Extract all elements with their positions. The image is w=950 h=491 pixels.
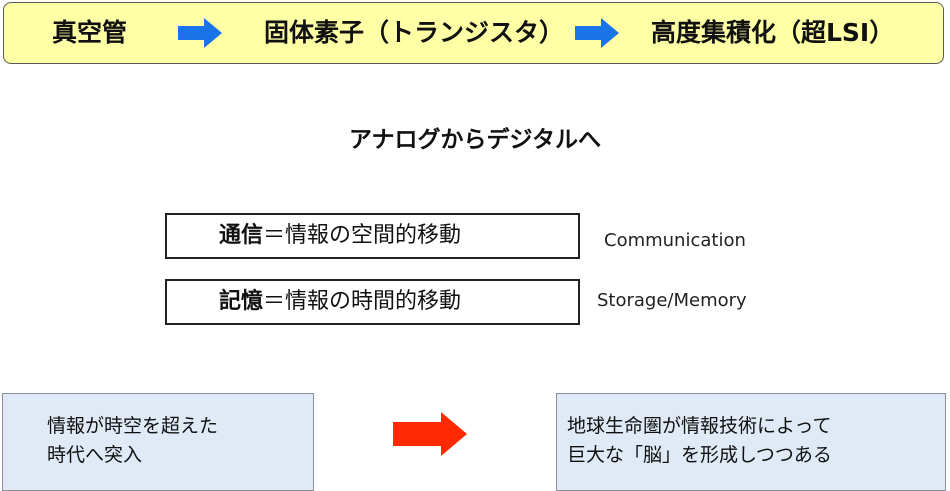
brain-box: 地球生命圏が情報技術によって 巨大な「脳」を形成しつつある — [556, 393, 946, 491]
term-communication: 通信 — [219, 223, 264, 248]
era-box: 情報が時空を超えた 時代へ突入 — [2, 393, 314, 491]
stage-vacuum-tube: 真空管 — [52, 18, 128, 47]
stage-vlsi: 高度集積化（超LSI） — [651, 18, 895, 47]
evolution-banner — [3, 2, 944, 64]
subtitle: アナログからデジタルへ — [348, 127, 602, 153]
definition-communication-text: ＝情報の空間的移動 — [263, 223, 462, 248]
stage-transistor: 固体素子（トランジスタ） — [264, 18, 565, 47]
brain-line-1: 地球生命圏が情報技術によって — [567, 415, 832, 437]
label-communication-en: Communication — [604, 230, 746, 251]
label-memory-en: Storage/Memory — [597, 290, 747, 311]
right-arrow-icon — [178, 18, 222, 48]
definition-communication: 通信＝情報の空間的移動 — [165, 213, 580, 259]
term-memory: 記憶 — [219, 289, 264, 314]
right-arrow-icon — [393, 412, 467, 456]
definition-memory-text: ＝情報の時間的移動 — [263, 289, 462, 314]
era-line-2: 時代へ突入 — [47, 444, 143, 466]
right-arrow-icon — [575, 18, 619, 48]
era-line-1: 情報が時空を超えた — [47, 415, 219, 437]
brain-line-2: 巨大な「脳」を形成しつつある — [567, 444, 832, 466]
definition-memory: 記憶＝情報の時間的移動 — [165, 279, 580, 325]
